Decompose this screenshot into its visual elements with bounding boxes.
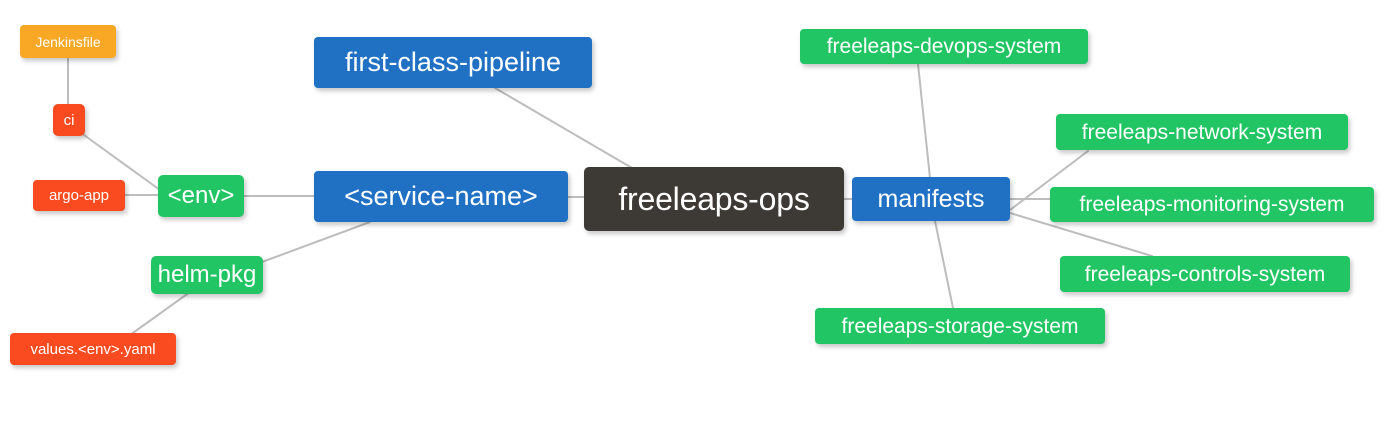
node-freeleaps-controls-system[interactable]: freeleaps-controls-system [1060,256,1350,292]
edge-firstclasspipeline-root [494,87,633,169]
node-freeleaps-storage-system-label: freeleaps-storage-system [841,314,1079,338]
node-manifests[interactable]: manifests [852,177,1010,221]
node-freeleaps-storage-system[interactable]: freeleaps-storage-system [815,308,1105,344]
node-argo-app[interactable]: argo-app [33,180,125,211]
node-jenkinsfile[interactable]: Jenkinsfile [20,25,116,58]
node-root-label: freeleaps-ops [618,181,810,217]
node-ci[interactable]: ci [53,104,85,136]
node-freeleaps-devops-system-label: freeleaps-devops-system [826,35,1062,58]
node-argo-app-label: argo-app [48,187,110,204]
node-first-class-pipeline[interactable]: first-class-pipeline [314,37,592,88]
node-root-freeleaps-ops[interactable]: freeleaps-ops [584,167,844,231]
node-ci-label: ci [63,111,75,129]
node-freeleaps-network-system[interactable]: freeleaps-network-system [1056,114,1348,150]
node-service-name-label: <service-name> [344,181,538,211]
node-values-yaml[interactable]: values.<env>.yaml [10,333,176,365]
node-freeleaps-monitoring-system-label: freeleaps-monitoring-system [1079,193,1345,216]
node-env-label: <env> [167,182,235,209]
edge-manifests-devops [917,63,931,179]
edge-valuesyaml-helmpkg [129,291,191,336]
node-values-yaml-label: values.<env>.yaml [30,340,156,358]
node-jenkinsfile-label: Jenkinsfile [35,33,101,50]
node-freeleaps-devops-system[interactable]: freeleaps-devops-system [800,29,1088,64]
node-manifests-label: manifests [877,184,985,213]
node-env[interactable]: <env> [158,175,244,217]
node-freeleaps-controls-system-label: freeleaps-controls-system [1084,262,1326,286]
node-freeleaps-network-system-label: freeleaps-network-system [1081,120,1323,144]
node-freeleaps-monitoring-system[interactable]: freeleaps-monitoring-system [1050,187,1374,222]
node-service-name[interactable]: <service-name> [314,171,568,222]
edge-helmpkg-servicename [261,221,371,263]
edge-manifests-storage [934,220,954,309]
node-first-class-pipeline-label: first-class-pipeline [344,47,562,77]
node-helm-pkg-label: helm-pkg [157,261,257,288]
node-helm-pkg[interactable]: helm-pkg [151,256,263,294]
